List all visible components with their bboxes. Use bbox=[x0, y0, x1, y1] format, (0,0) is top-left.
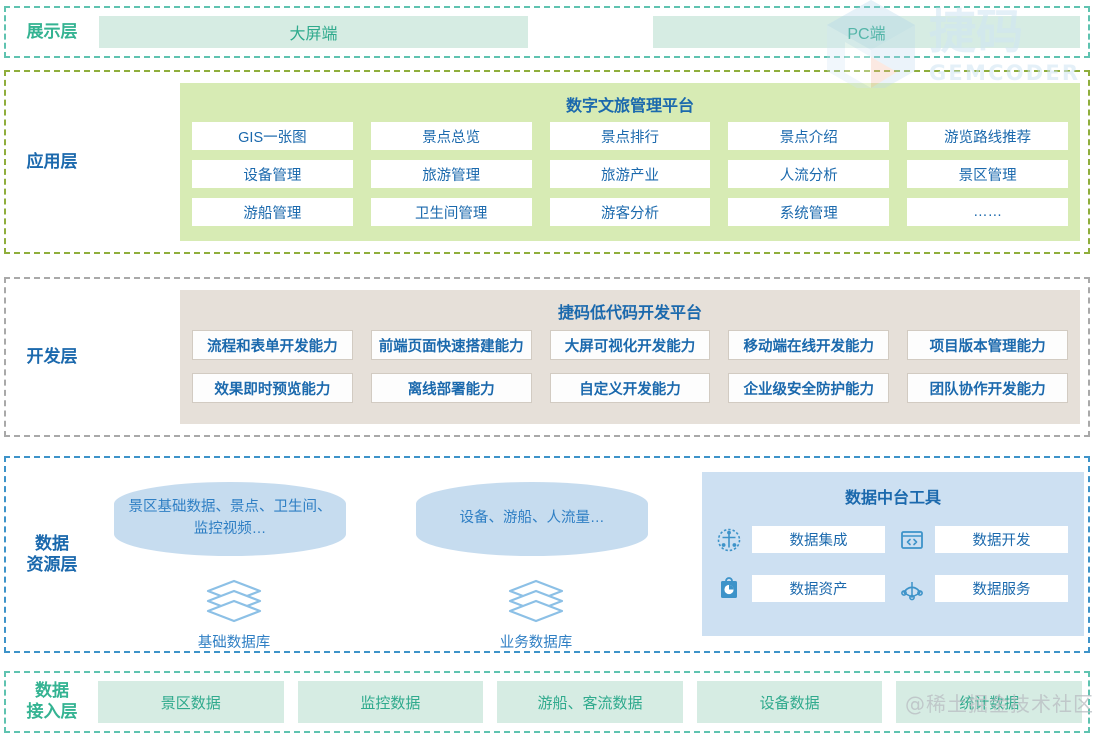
tool-data-asset[interactable]: 数据资产 bbox=[716, 575, 885, 602]
presentation-item-pc[interactable]: PC端 bbox=[653, 16, 1080, 48]
layer-data-resource-label: 数据 资源层 bbox=[26, 533, 78, 574]
app-module-visitor-analysis[interactable]: 游客分析 bbox=[549, 198, 711, 226]
development-capability-grid: 流程和表单开发能力 前端页面快速搭建能力 大屏可视化开发能力 移动端在线开发能力… bbox=[180, 328, 1080, 403]
cylinder-basic-data: 景区基础数据、景点、卫生间、监控视频… bbox=[114, 482, 346, 556]
layer-data-resource-body: 景区基础数据、景点、卫生间、监控视频… 基础数据库 设备、游船、人流量… bbox=[98, 458, 1088, 651]
application-module-grid: GIS一张图 景点总览 景点排行 景点介绍 游览路线推荐 设备管理 旅游管理 旅… bbox=[180, 120, 1080, 226]
layer-application-body: 数字文旅管理平台 GIS一张图 景点总览 景点排行 景点介绍 游览路线推荐 设备… bbox=[98, 72, 1088, 252]
app-module-gis-map[interactable]: GIS一张图 bbox=[192, 122, 353, 150]
tool-data-service-label: 数据服务 bbox=[935, 575, 1068, 602]
dev-cap-frontend-build[interactable]: 前端页面快速搭建能力 bbox=[370, 330, 532, 360]
app-module-spot-intro[interactable]: 景点介绍 bbox=[728, 122, 890, 150]
layer-development-label: 开发层 bbox=[26, 346, 78, 366]
application-panel-title: 数字文旅管理平台 bbox=[565, 98, 694, 115]
access-item-boat-flow[interactable]: 游船、客流数据 bbox=[497, 681, 683, 723]
community-watermark: @稀土掘金技术社区 bbox=[905, 692, 1094, 716]
dev-cap-bigscreen-viz[interactable]: 大屏可视化开发能力 bbox=[549, 330, 711, 360]
tool-data-asset-label: 数据资产 bbox=[752, 575, 885, 602]
dev-cap-version-mgmt[interactable]: 项目版本管理能力 bbox=[907, 330, 1068, 360]
dev-cap-offline-deploy[interactable]: 离线部署能力 bbox=[370, 373, 532, 403]
presentation-spacer bbox=[528, 16, 653, 48]
app-module-tourism-industry[interactable]: 旅游产业 bbox=[549, 160, 711, 188]
app-module-device-mgmt[interactable]: 设备管理 bbox=[192, 160, 353, 188]
tool-data-service[interactable]: 数据服务 bbox=[899, 575, 1068, 602]
app-module-spot-overview[interactable]: 景点总览 bbox=[370, 122, 532, 150]
app-module-flow-analysis[interactable]: 人流分析 bbox=[728, 160, 890, 188]
app-module-spot-ranking[interactable]: 景点排行 bbox=[549, 122, 711, 150]
app-module-route-recommend[interactable]: 游览路线推荐 bbox=[907, 122, 1068, 150]
tool-data-integration-label: 数据集成 bbox=[752, 526, 885, 553]
tool-data-development[interactable]: 数据开发 bbox=[899, 526, 1068, 553]
node-graph-icon bbox=[901, 581, 923, 600]
layer-presentation-body: 大屏端 PC端 bbox=[98, 8, 1088, 56]
app-module-system-mgmt[interactable]: 系统管理 bbox=[728, 198, 890, 226]
stacked-layers-icon bbox=[508, 579, 564, 623]
layer-presentation: 展示层 大屏端 PC端 bbox=[4, 6, 1090, 58]
app-module-boat-mgmt[interactable]: 游船管理 bbox=[192, 198, 353, 226]
access-item-scenic[interactable]: 景区数据 bbox=[98, 681, 284, 723]
development-panel: 捷码低代码开发平台 流程和表单开发能力 前端页面快速搭建能力 大屏可视化开发能力… bbox=[180, 290, 1080, 424]
data-middle-platform-panel: 数据中台工具 数据集成 bbox=[702, 472, 1084, 636]
application-panel: 数字文旅管理平台 GIS一张图 景点总览 景点排行 景点介绍 游览路线推荐 设备… bbox=[180, 83, 1080, 241]
dev-cap-mobile-online[interactable]: 移动端在线开发能力 bbox=[728, 330, 890, 360]
asset-chart-icon bbox=[721, 576, 737, 598]
business-database-group: 业务数据库 bbox=[496, 578, 576, 652]
business-database-label: 业务数据库 bbox=[499, 635, 573, 651]
data-access-grid: 景区数据 监控数据 游船、客流数据 设备数据 统计数据 bbox=[98, 673, 1088, 731]
dev-cap-custom-dev[interactable]: 自定义开发能力 bbox=[549, 373, 711, 403]
dev-cap-team-collab[interactable]: 团队协作开发能力 bbox=[907, 373, 1068, 403]
basic-database-group: 基础数据库 bbox=[194, 578, 274, 652]
access-item-statistics[interactable]: 统计数据 bbox=[896, 681, 1082, 723]
tool-data-development-label: 数据开发 bbox=[935, 526, 1068, 553]
app-module-more[interactable]: …… bbox=[907, 198, 1068, 226]
tool-data-integration[interactable]: 数据集成 bbox=[716, 526, 885, 553]
layer-development: 开发层 捷码低代码开发平台 流程和表单开发能力 前端页面快速搭建能力 大屏可视化… bbox=[4, 277, 1090, 437]
layer-data-resource: 数据 资源层 景区基础数据、景点、卫生间、监控视频… 基础数据库 设备、游船、人… bbox=[4, 456, 1090, 653]
data-integration-icon bbox=[717, 528, 741, 551]
dev-cap-live-preview[interactable]: 效果即时预览能力 bbox=[192, 373, 353, 403]
basic-database-label: 基础数据库 bbox=[197, 635, 271, 651]
stacked-layers-icon bbox=[206, 579, 262, 623]
layer-data-access: 数据 接入层 景区数据 监控数据 游船、客流数据 设备数据 统计数据 bbox=[4, 671, 1090, 733]
layer-data-access-body: 景区数据 监控数据 游船、客流数据 设备数据 统计数据 bbox=[98, 673, 1088, 731]
layer-development-body: 捷码低代码开发平台 流程和表单开发能力 前端页面快速搭建能力 大屏可视化开发能力… bbox=[98, 279, 1088, 435]
data-middle-platform-title: 数据中台工具 bbox=[844, 490, 941, 507]
code-window-icon bbox=[901, 530, 923, 549]
dev-cap-process-form[interactable]: 流程和表单开发能力 bbox=[192, 330, 353, 360]
app-module-toilet-mgmt[interactable]: 卫生间管理 bbox=[370, 198, 532, 226]
dev-cap-enterprise-security[interactable]: 企业级安全防护能力 bbox=[728, 373, 890, 403]
cylinder-business-data: 设备、游船、人流量… bbox=[416, 482, 648, 556]
presentation-item-bigscreen[interactable]: 大屏端 bbox=[99, 16, 528, 48]
app-module-scenic-mgmt[interactable]: 景区管理 bbox=[907, 160, 1068, 188]
layer-application: 应用层 数字文旅管理平台 GIS一张图 景点总览 景点排行 景点介绍 游览路线推… bbox=[4, 70, 1090, 254]
layer-presentation-label: 展示层 bbox=[26, 21, 78, 41]
access-item-monitoring[interactable]: 监控数据 bbox=[297, 681, 484, 723]
layer-data-access-label: 数据 接入层 bbox=[26, 681, 78, 721]
development-panel-title: 捷码低代码开发平台 bbox=[557, 305, 702, 322]
data-middle-platform-grid: 数据集成 数据开发 bbox=[702, 508, 1084, 602]
layer-application-label: 应用层 bbox=[26, 151, 78, 171]
app-module-tourism-mgmt[interactable]: 旅游管理 bbox=[370, 160, 532, 188]
access-item-device[interactable]: 设备数据 bbox=[696, 681, 883, 723]
